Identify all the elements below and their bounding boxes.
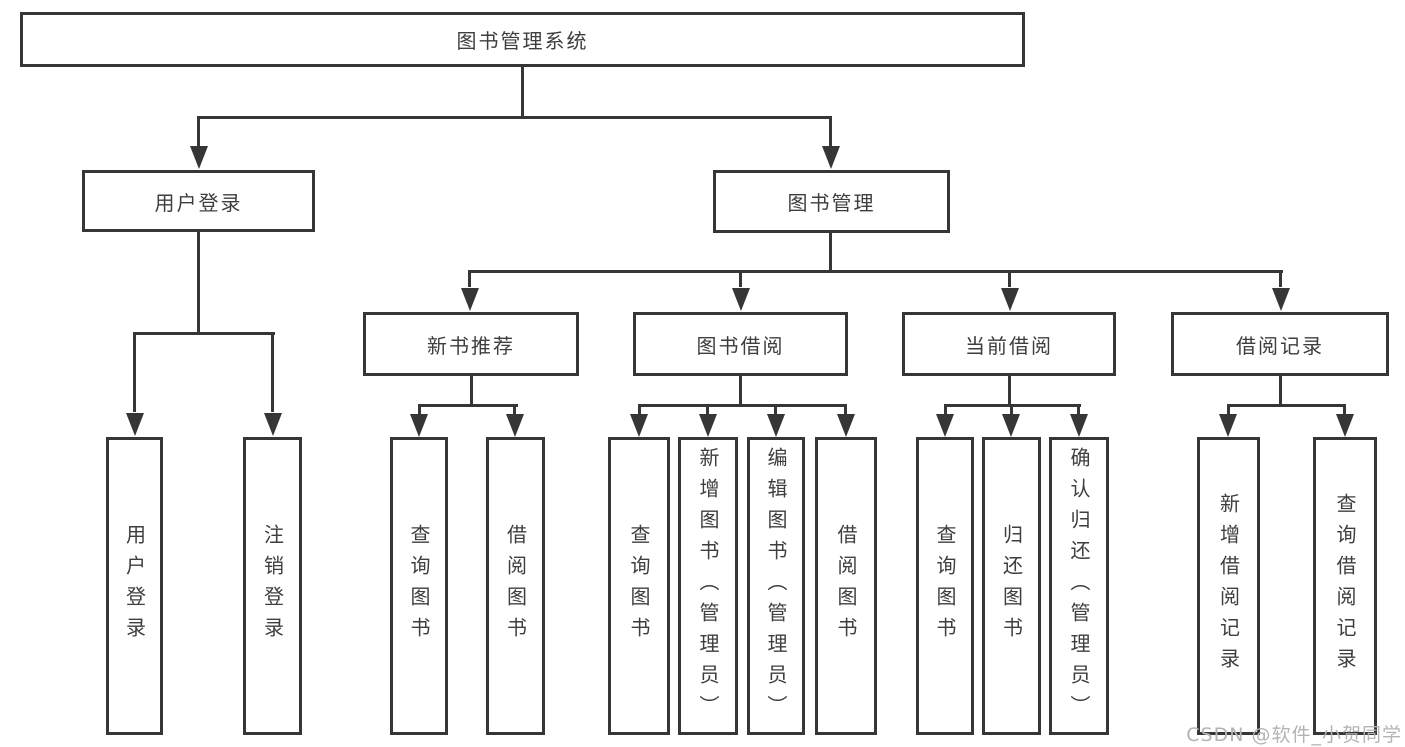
edge-drop: [638, 404, 641, 414]
edge-drop-user-login: [197, 116, 200, 146]
edge-drop: [706, 404, 709, 414]
arrow-down-icon: [732, 288, 750, 311]
node-new-book-recommend: 新书推荐: [363, 312, 579, 376]
edge-drop-book-management: [829, 116, 832, 146]
node-book-management-label: 图书管理: [787, 191, 876, 215]
leaf-borrow-book-recommend-label: 借阅图书: [503, 524, 528, 648]
arrow-down-icon: [630, 414, 648, 437]
arrow-down-icon: [837, 414, 855, 437]
edge-drop: [774, 404, 777, 414]
leaf-borrow-book-label: 借阅图书: [834, 524, 858, 648]
leaf-logout: 注销登录: [243, 437, 302, 735]
edge-drop: [418, 404, 421, 414]
leaf-query-book-current: 查询图书: [916, 437, 974, 735]
edge-root-rail: [197, 116, 832, 119]
leaf-edit-book-admin: 编辑图书（管理员）: [747, 437, 805, 735]
leaf-query-book-current-label: 查询图书: [933, 524, 957, 648]
leaf-query-book-borrow: 查询图书: [608, 437, 670, 735]
arrow-down-icon: [1336, 414, 1354, 437]
node-current-borrow: 当前借阅: [902, 312, 1116, 376]
arrow-down-icon: [264, 413, 282, 436]
leaf-logout-label: 注销登录: [260, 524, 285, 648]
node-book-management: 图书管理: [713, 170, 950, 233]
leaf-borrow-book: 借阅图书: [815, 437, 877, 735]
leaf-query-borrow-record-label: 查询借阅记录: [1333, 493, 1357, 679]
arrow-down-icon: [822, 146, 840, 169]
edge-book-management-stem: [829, 233, 832, 272]
edge-book-borrow-stem: [739, 376, 742, 407]
arrow-down-icon: [410, 414, 428, 437]
arrow-down-icon: [126, 413, 144, 436]
csdn-watermark: CSDN @软件_小贺同学: [1186, 724, 1402, 746]
node-book-borrow-label: 图书借阅: [696, 333, 785, 358]
arrow-down-icon: [767, 414, 785, 437]
edge-drop-leaf-user-login: [133, 332, 136, 412]
edge-drop-book-borrow: [739, 270, 742, 287]
leaf-query-book-recommend: 查询图书: [390, 437, 448, 735]
edge-drop: [1343, 404, 1346, 414]
edge-drop: [1227, 404, 1230, 414]
node-root: 图书管理系统: [20, 12, 1025, 67]
arrow-down-icon: [1272, 288, 1290, 311]
edge-drop-borrow-records: [1279, 270, 1282, 287]
arrow-down-icon: [1001, 288, 1019, 311]
edge-drop: [944, 404, 947, 414]
edge-drop: [513, 404, 516, 414]
node-new-book-recommend-label: 新书推荐: [427, 333, 515, 358]
edge-current-borrow-stem: [1008, 376, 1011, 407]
leaf-return-book-label: 归还图书: [999, 524, 1024, 648]
node-borrow-records: 借阅记录: [1171, 312, 1389, 376]
arrow-down-icon: [1070, 414, 1088, 437]
arrow-down-icon: [1219, 414, 1237, 437]
leaf-edit-book-admin-label: 编辑图书（管理员）: [764, 446, 788, 726]
arrow-down-icon: [506, 414, 524, 437]
leaf-confirm-return-admin: 确认归还（管理员）: [1049, 437, 1109, 735]
leaf-return-book: 归还图书: [982, 437, 1041, 735]
node-root-label: 图书管理系统: [456, 29, 589, 53]
leaf-add-borrow-record: 新增借阅记录: [1197, 437, 1260, 735]
leaf-add-book-admin: 新增图书（管理员）: [678, 437, 738, 735]
arrow-down-icon: [461, 288, 479, 311]
edge-drop: [1077, 404, 1080, 414]
node-user-login: 用户登录: [82, 170, 315, 232]
leaf-add-book-admin-label: 新增图书（管理员）: [696, 446, 720, 726]
edge-new-book-recommend-stem: [470, 376, 473, 407]
edge-user-login-rail: [133, 332, 275, 335]
arrow-down-icon: [190, 146, 208, 169]
node-borrow-records-label: 借阅记录: [1236, 333, 1324, 358]
leaf-borrow-book-recommend: 借阅图书: [486, 437, 545, 735]
edge-drop: [1010, 404, 1013, 414]
edge-book-management-rail: [468, 270, 1283, 273]
node-user-login-label: 用户登录: [154, 190, 243, 215]
arrow-down-icon: [1002, 414, 1020, 437]
edge-root-stem: [521, 67, 524, 119]
leaf-query-book-borrow-label: 查询图书: [627, 524, 651, 648]
arrow-down-icon: [936, 414, 954, 437]
edge-drop-new-book-recommend: [468, 270, 471, 287]
arrow-down-icon: [699, 414, 717, 437]
leaf-user-login-label: 用户登录: [122, 524, 147, 648]
edge-drop-leaf-logout: [271, 332, 274, 412]
edge-borrow-records-stem: [1279, 376, 1282, 407]
edge-borrow-records-rail: [1227, 404, 1346, 407]
node-current-borrow-label: 当前借阅: [965, 333, 1053, 358]
edge-new-book-recommend-rail: [418, 404, 518, 407]
node-book-borrow: 图书借阅: [633, 312, 848, 376]
leaf-confirm-return-admin-label: 确认归还（管理员）: [1067, 446, 1091, 726]
leaf-add-borrow-record-label: 新增借阅记录: [1216, 493, 1241, 679]
leaf-query-borrow-record: 查询借阅记录: [1313, 437, 1377, 735]
edge-drop: [844, 404, 847, 414]
edge-user-login-stem: [197, 232, 200, 335]
leaf-query-book-recommend-label: 查询图书: [407, 524, 431, 648]
leaf-user-login: 用户登录: [106, 437, 163, 735]
edge-drop-current-borrow: [1008, 270, 1011, 287]
edge-book-borrow-rail: [638, 404, 847, 407]
